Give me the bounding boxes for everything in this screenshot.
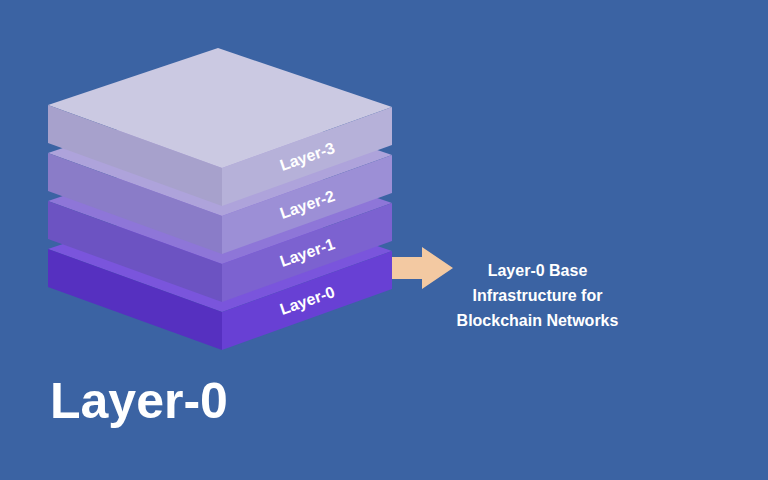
slab-face [48,249,222,350]
description-label: Layer-0 Base Infrastructure for Blockcha… [450,258,625,333]
arrow-shape [392,247,453,289]
slab-face [222,251,392,350]
page-title: Layer-0 [50,372,228,430]
slab-shape [48,48,394,208]
layer-slab: Layer-3 [48,48,394,208]
